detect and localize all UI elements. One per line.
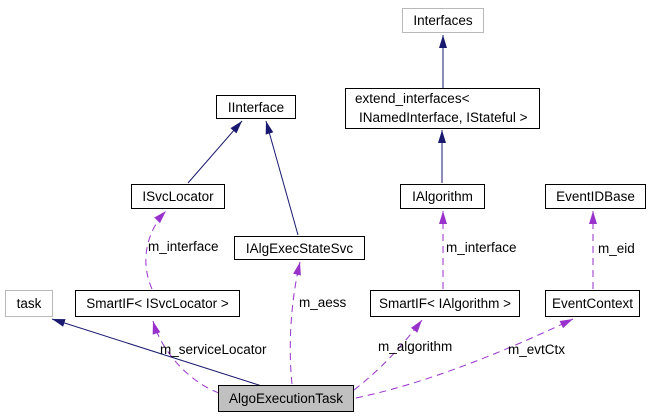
edge-inheritance-algoexecutiontask-to-task bbox=[51, 318, 266, 388]
edge-usage-algoexecutiontask-to-eventcontext bbox=[355, 318, 574, 399]
node-ialgorithm[interactable]: IAlgorithm bbox=[400, 184, 485, 209]
node-iinterface[interactable]: IInterface bbox=[216, 95, 296, 119]
edge-inheritance-ialgexecstatesvc-to-iinterface bbox=[265, 120, 299, 236]
node-eventcontext[interactable]: EventContext bbox=[545, 290, 640, 317]
edge-usage-algoexecutiontask-to-ialgexecstatesvc bbox=[289, 261, 301, 385]
edge-label-m-eid: m_eid bbox=[598, 241, 635, 256]
edge-usage-algoexecutiontask-to-smartifialgorithm bbox=[353, 319, 423, 391]
node-smartif-ialgorithm[interactable]: SmartIF< IAlgorithm > bbox=[370, 290, 520, 317]
node-algoexecutiontask: AlgoExecutionTask bbox=[218, 385, 354, 412]
node-isvclocator[interactable]: ISvcLocator bbox=[131, 184, 225, 209]
edge-inheritance-isvclocator-to-iinterface bbox=[187, 120, 243, 184]
node-extend-interfaces[interactable]: extend_interfaces< INamedInterface, ISta… bbox=[345, 88, 540, 129]
edge-usage-algoexecutiontask-to-smartifisvclocator bbox=[152, 320, 220, 394]
edge-label-m-servicelocator: m_serviceLocator bbox=[160, 342, 267, 357]
edge-label-m-interface-right: m_interface bbox=[446, 240, 517, 255]
node-task: task bbox=[5, 290, 53, 317]
node-extend-interfaces-line2: INamedInterface, IStateful > bbox=[359, 109, 528, 125]
node-ialgexecstatesvc[interactable]: IAlgExecStateSvc bbox=[234, 236, 365, 260]
node-smartif-isvclocator[interactable]: SmartIF< ISvcLocator > bbox=[75, 290, 240, 317]
node-extend-interfaces-line1: extend_interfaces< bbox=[355, 90, 470, 106]
edge-usage-smartifisvclocator-to-isvclocator bbox=[145, 210, 167, 290]
edge-label-m-evtctx: m_evtCtx bbox=[508, 342, 565, 357]
node-interfaces: Interfaces bbox=[402, 8, 484, 33]
edge-label-m-aess: m_aess bbox=[299, 295, 347, 310]
edge-label-m-interface-left: m_interface bbox=[148, 239, 219, 254]
edge-label-m-algorithm: m_algorithm bbox=[378, 339, 452, 354]
node-eventidbase[interactable]: EventIDBase bbox=[545, 184, 646, 209]
